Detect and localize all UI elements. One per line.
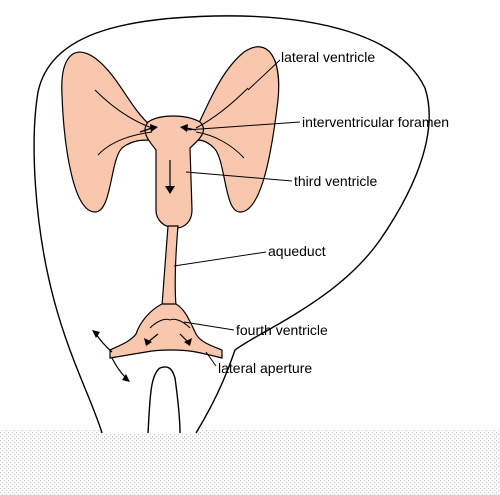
leader-lateral-aperture xyxy=(205,351,217,367)
third-ventricle xyxy=(144,115,205,229)
leader-fourth-ventricle xyxy=(183,321,235,331)
dither-band xyxy=(0,430,500,495)
ventricular-system xyxy=(61,46,280,359)
label-fourth-ventricle: fourth ventricle xyxy=(236,322,328,338)
choroid-lines xyxy=(94,87,249,329)
left-lateral-ventricle xyxy=(61,51,151,213)
label-third-ventricle: third ventricle xyxy=(294,173,377,189)
leader-third-ventricle xyxy=(185,171,293,182)
fourth-ventricle-chamber xyxy=(109,303,223,359)
leader-aqueduct xyxy=(173,251,267,267)
label-interventricular-foramen: interventricular foramen xyxy=(302,114,449,130)
third-ventricle-arrowhead xyxy=(165,186,175,194)
brainstem-outline xyxy=(147,366,181,434)
fourth-ventricle-arrow-left xyxy=(147,333,159,343)
foramen-arrow-left xyxy=(139,127,153,133)
aperture-arrowhead-down xyxy=(122,374,130,382)
foramen-arrowhead-left xyxy=(150,124,158,132)
label-aqueduct: aqueduct xyxy=(268,243,326,259)
right-lateral-ventricle xyxy=(195,46,280,213)
fourth-arrowhead-left xyxy=(144,338,152,346)
aperture-arrowhead-up xyxy=(92,330,100,338)
label-lateral-aperture: lateral aperture xyxy=(218,360,312,376)
leader-lines xyxy=(173,59,301,367)
fourth-arrowhead-right xyxy=(184,338,192,346)
label-lateral-ventricle: lateral ventricle xyxy=(281,49,375,65)
flow-arrows xyxy=(92,124,197,382)
leader-lateral-ventricle xyxy=(247,59,281,91)
leader-interventricular-foramen xyxy=(185,121,301,131)
fourth-ventricle-arrow-right xyxy=(179,333,189,343)
